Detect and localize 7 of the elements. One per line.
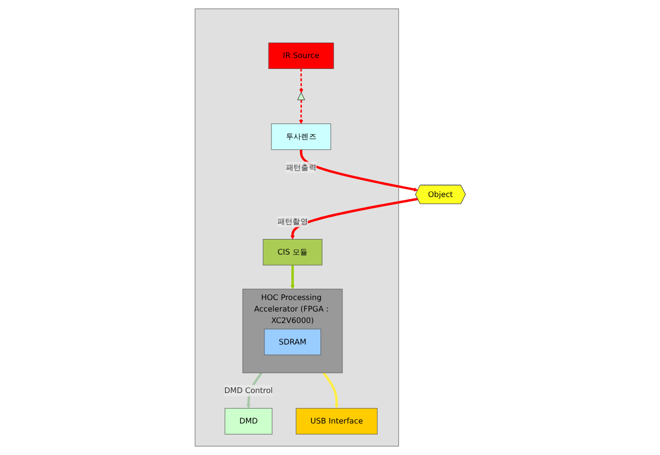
cluster xyxy=(194,8,399,446)
arrow xyxy=(322,372,338,409)
arrow xyxy=(290,265,294,290)
arrow xyxy=(300,150,418,192)
arrow xyxy=(298,100,303,124)
arrow xyxy=(298,68,304,94)
arrow xyxy=(290,198,418,240)
